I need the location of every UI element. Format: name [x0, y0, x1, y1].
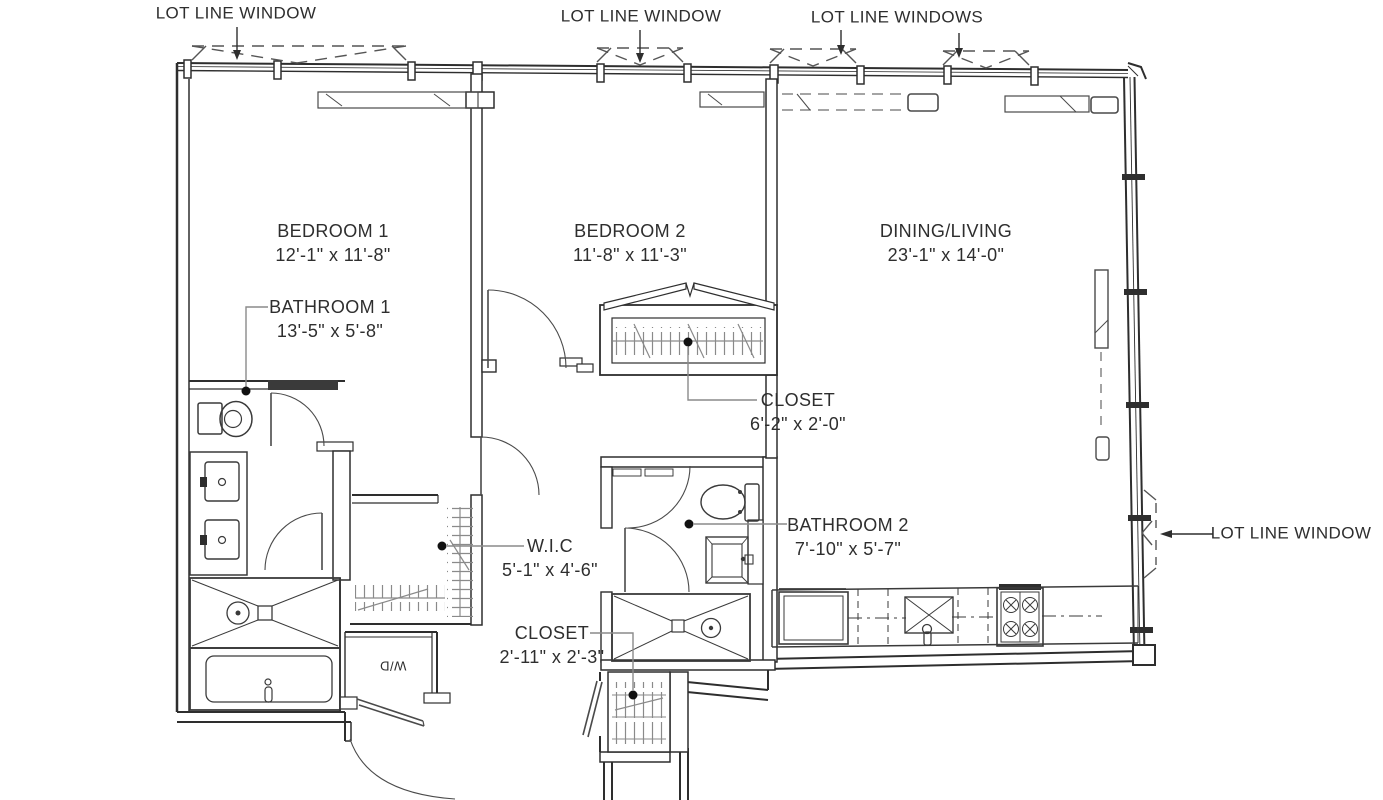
leader-lines [241, 306, 787, 700]
bathroom1-fixtures [189, 400, 341, 711]
kitchen-fixtures [771, 584, 1139, 648]
bathroom2-fixtures [611, 483, 760, 662]
doors [264, 289, 691, 800]
window-sill-details [317, 91, 1119, 461]
closet-hatching [355, 323, 763, 744]
callout-arrows [233, 27, 1213, 538]
